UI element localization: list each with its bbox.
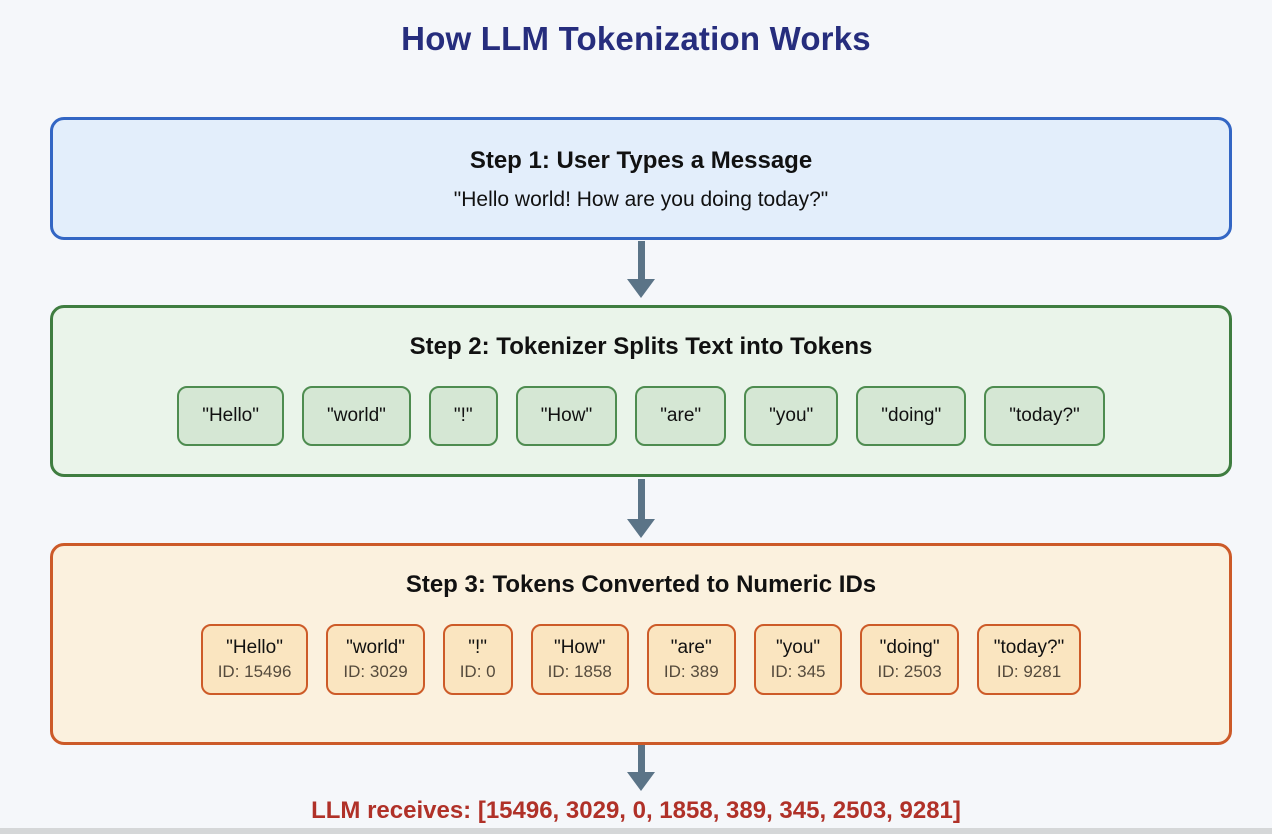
token-text: "today?" <box>993 637 1065 658</box>
window-bottom-edge <box>0 828 1272 834</box>
token-box: "Hello" <box>177 386 284 446</box>
llm-receives-output: LLM receives: [15496, 3029, 0, 1858, 389… <box>311 797 961 824</box>
arrow-shaft <box>637 745 645 772</box>
step2-title: Step 2: Tokenizer Splits Text into Token… <box>409 333 873 360</box>
step3-box: Step 3: Tokens Converted to Numeric IDs … <box>50 543 1232 745</box>
step3-title: Step 3: Tokens Converted to Numeric IDs <box>405 571 877 598</box>
token-id: ID: 1858 <box>547 661 612 681</box>
token-text: "!" <box>468 637 488 658</box>
step1-box: Step 1: User Types a Message "Hello worl… <box>50 117 1232 240</box>
token-id: ID: 3029 <box>343 661 408 681</box>
token-box: "How" <box>515 386 618 446</box>
token-id: ID: 389 <box>663 661 719 681</box>
token-id-box: "Hello" ID: 15496 <box>200 624 309 695</box>
step3-token-row: "Hello" ID: 15496 "world" ID: 3029 "!" I… <box>53 624 1229 695</box>
token-box: "today?" <box>984 386 1105 446</box>
token-id: ID: 9281 <box>996 661 1062 681</box>
token-box: "!" <box>428 386 498 446</box>
token-text: "world" <box>346 637 405 658</box>
step2-token-row: "Hello" "world" "!" "How" "are" "you" "d… <box>53 386 1229 446</box>
arrow-down-icon <box>627 479 655 538</box>
arrow-shaft <box>637 241 645 279</box>
page-title: How LLM Tokenization Works <box>401 20 871 57</box>
arrow-down-icon <box>627 745 655 791</box>
token-box: "you" <box>744 386 839 446</box>
arrow-down-icon <box>627 241 655 298</box>
token-id-box: "you" ID: 345 <box>753 624 843 695</box>
token-box: "world" <box>302 386 411 446</box>
token-id: ID: 0 <box>459 661 496 681</box>
token-id-box: "!" ID: 0 <box>442 624 513 695</box>
token-box: "are" <box>635 386 727 446</box>
token-id: ID: 15496 <box>217 661 292 681</box>
token-text: "doing" <box>879 637 940 658</box>
token-id: ID: 345 <box>770 661 826 681</box>
token-id: ID: 2503 <box>877 661 942 681</box>
token-id-box: "doing" ID: 2503 <box>860 624 959 695</box>
step1-message: "Hello world! How are you doing today?" <box>453 188 829 211</box>
token-id-box: "are" ID: 389 <box>646 624 736 695</box>
token-id-box: "today?" ID: 9281 <box>976 624 1082 695</box>
token-box: "doing" <box>856 386 967 446</box>
step2-box: Step 2: Tokenizer Splits Text into Token… <box>50 305 1232 477</box>
arrow-head <box>627 519 655 538</box>
arrow-shaft <box>637 479 645 519</box>
token-id-box: "How" ID: 1858 <box>530 624 629 695</box>
token-text: "Hello" <box>226 637 283 658</box>
step1-title: Step 1: User Types a Message <box>469 147 813 174</box>
token-id-box: "world" ID: 3029 <box>326 624 425 695</box>
arrow-head <box>627 772 655 791</box>
token-text: "are" <box>670 637 712 658</box>
token-text: "How" <box>553 637 606 658</box>
token-text: "you" <box>776 637 821 658</box>
arrow-head <box>627 279 655 298</box>
